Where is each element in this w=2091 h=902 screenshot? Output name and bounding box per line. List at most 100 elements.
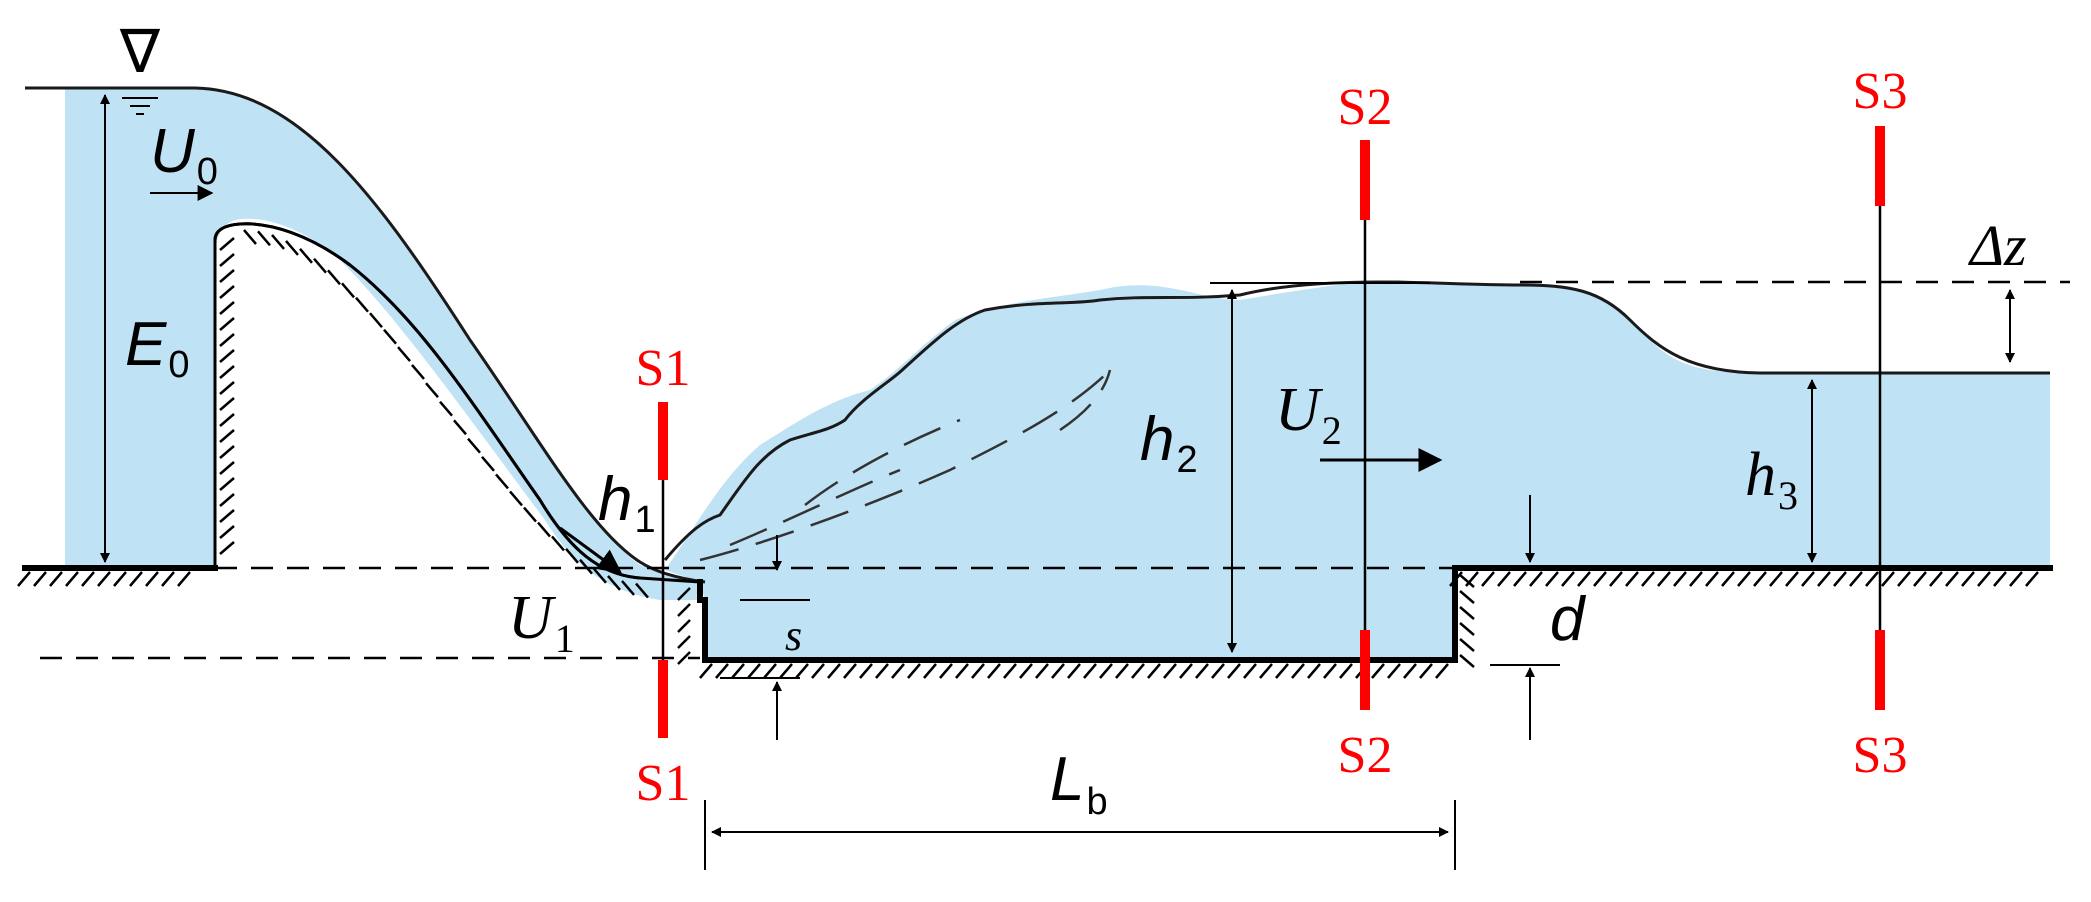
label-s3-top: S3 [1853, 63, 1908, 120]
basin-water [665, 280, 2050, 660]
label-h2: h2 [1140, 405, 1198, 481]
hatch-mark [1131, 663, 1145, 679]
hatch-mark [875, 663, 889, 679]
hatch-mark [369, 312, 383, 329]
label-lb: Lb [1050, 745, 1108, 823]
hatch-mark [219, 349, 235, 363]
hatch-mark [1259, 663, 1273, 679]
hatch-mark [1529, 571, 1543, 587]
hatch-mark [1705, 571, 1719, 587]
hatch-mark [699, 663, 713, 679]
hatch-mark [113, 571, 127, 587]
label-h3: h3 [1745, 441, 1798, 518]
hatch-mark [1163, 663, 1177, 679]
hatch-mark [1307, 663, 1321, 679]
hatch-mark [81, 571, 95, 587]
hatch-mark [161, 571, 175, 587]
hatch-mark [939, 663, 953, 679]
hatch-mark [1459, 654, 1475, 668]
hatch-mark [677, 619, 691, 633]
hatch-mark [859, 663, 873, 679]
hatch-mark [955, 663, 969, 679]
hatch-mark [1497, 571, 1511, 587]
hatch-mark [677, 603, 691, 617]
hatch-mark [677, 651, 691, 665]
water-level-symbol: ∇ [119, 17, 161, 87]
hatch-mark [763, 663, 777, 679]
hatch-mark [219, 333, 235, 347]
hatch-mark [219, 477, 235, 491]
roller-dash-2 [804, 418, 961, 506]
hatch-mark [219, 461, 235, 475]
hatch-mark [219, 525, 235, 539]
hatch-mark [523, 506, 537, 523]
hatch-mark [219, 269, 235, 283]
hatch-mark [495, 473, 509, 490]
hatch-mark [1833, 571, 1847, 587]
label-h1: h1 [598, 465, 656, 541]
ground-hatching [17, 229, 2039, 679]
hatch-mark [1753, 571, 1767, 587]
hatch-mark [635, 582, 649, 599]
hatch-mark [1083, 663, 1097, 679]
hatch-mark [299, 248, 313, 264]
hatch-mark [17, 571, 31, 587]
hatch-mark [1435, 663, 1449, 679]
hatch-mark [1371, 663, 1385, 679]
hatch-mark [219, 445, 235, 459]
hatch-mark [397, 346, 411, 362]
hatch-mark [219, 509, 235, 523]
hatch-mark [219, 317, 235, 331]
hatch-mark [923, 663, 937, 679]
hatch-mark [1721, 571, 1735, 587]
hatch-mark [1673, 571, 1687, 587]
hatch-mark [1459, 590, 1475, 604]
label-s: s [785, 611, 802, 660]
hatch-mark [1195, 663, 1209, 679]
hatch-mark [1561, 571, 1575, 587]
hatch-mark [1913, 571, 1927, 587]
hatch-mark [1977, 571, 1991, 587]
hatch-mark [779, 663, 793, 679]
hatch-mark [1689, 571, 1703, 587]
hatch-mark [1577, 571, 1591, 587]
hatch-mark [341, 282, 355, 299]
hatch-mark [843, 663, 857, 679]
hatch-mark [355, 296, 369, 313]
hatch-mark [1099, 663, 1113, 679]
hatch-mark [177, 571, 191, 587]
hatch-mark [1625, 571, 1639, 587]
hatch-mark [907, 663, 921, 679]
hatch-mark [1387, 663, 1401, 679]
hatch-mark [33, 571, 47, 587]
hatch-mark [439, 400, 453, 417]
hatch-mark [579, 558, 593, 575]
hatch-mark [219, 397, 235, 411]
hatch-mark [1459, 606, 1475, 620]
hatch-mark [313, 257, 327, 274]
hatch-mark [425, 382, 439, 398]
label-s1-top: S1 [636, 340, 691, 397]
hatch-mark [1817, 571, 1831, 587]
hatch-mark [509, 490, 523, 507]
label-u2: U2 [1275, 376, 1342, 453]
label-e0: E0 [125, 310, 190, 386]
hatch-mark [971, 663, 985, 679]
hatch-mark [1243, 663, 1257, 679]
hatch-mark [1403, 663, 1417, 679]
hatch-mark [1641, 571, 1655, 587]
hatch-mark [795, 663, 809, 679]
hatch-mark [1459, 638, 1475, 652]
hatch-mark [1593, 571, 1607, 587]
hatch-mark [607, 575, 621, 591]
hatch-mark [1459, 574, 1475, 588]
hatch-mark [411, 364, 425, 380]
hatch-mark [1115, 663, 1129, 679]
hatch-mark [1481, 571, 1495, 587]
hatch-mark [1003, 663, 1017, 679]
hatch-mark [621, 580, 635, 596]
hatch-mark [1865, 571, 1879, 587]
hatch-mark [1897, 571, 1911, 587]
hatch-mark [219, 301, 235, 315]
